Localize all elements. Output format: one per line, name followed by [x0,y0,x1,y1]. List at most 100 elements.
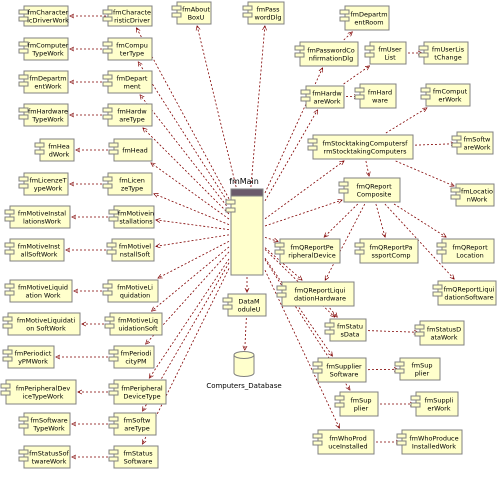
component-tab [108,356,119,362]
component-fmSupplierW[interactable]: fmSupplier [394,357,441,381]
dependency-arrow [329,307,338,317]
component-tab [18,48,29,54]
component-label: tChange [434,54,461,62]
component-tab [18,423,29,429]
component-label: erWork [427,405,450,413]
component-label: fmMotiveLiquid [18,284,68,292]
component-label: fmHea [48,143,70,151]
component-label: zeType [121,185,143,193]
component-tab [108,383,119,389]
component-tab [276,285,287,291]
main-component[interactable]: fmMain [225,177,264,276]
component-label: fmLocatio [461,188,493,196]
component-tab [242,5,253,11]
component-label: fmQReport [452,244,488,252]
main-component-header [230,188,264,197]
component-tab [2,316,13,322]
component-tab [102,183,113,189]
component-label: fmMotiveLiq [118,317,158,325]
component-label: fmMotiveLiquidati [17,317,76,325]
component-tab [0,383,11,389]
component-label: nstallSoft [120,251,151,259]
dependency-arrow [264,200,342,227]
component-tab [108,142,119,148]
component-tab [324,329,335,335]
component-label: nWork [467,196,488,204]
component-tab [171,12,182,18]
component-label: erWork [438,96,461,104]
component-tab [312,368,323,374]
component-fmHardware[interactable]: fmHardware [354,83,397,109]
component-tab [102,9,113,15]
component-tab [274,242,285,248]
component-tab [108,349,119,355]
component-tab [4,290,15,296]
component-tab [450,194,461,200]
component-label: fmMotiveLi [117,284,153,292]
component-fmStocktakingComputers[interactable]: fmStocktakingComputersfrmStocktakingComp… [307,134,414,160]
component-fmSupplier[interactable]: fmSupplier [334,391,379,417]
main-component-label: fmMain [229,177,259,186]
component-label: fmDepartm [350,11,387,19]
database[interactable]: Computers_Database [206,351,282,391]
component-label: entRoom [354,19,383,27]
component-tab [394,368,405,374]
component-box [299,41,359,67]
component-fmHead[interactable]: fmHead [108,138,153,162]
component-tab [312,433,323,439]
component-tab [108,390,119,396]
component-label: DataM [238,298,259,306]
component-label: areWork [314,98,341,106]
